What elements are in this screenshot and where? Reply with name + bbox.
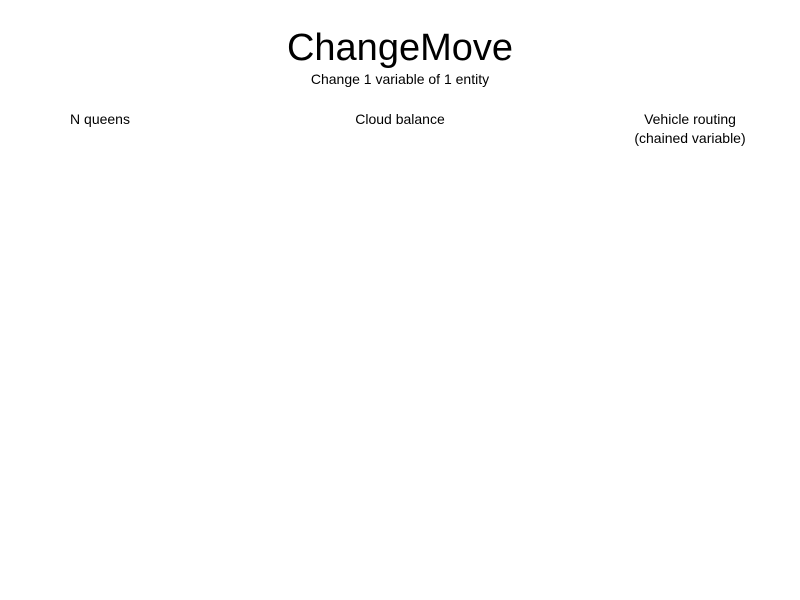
section-title-nqueens: N queens (70, 111, 130, 127)
section-title-cloud: Cloud balance (355, 111, 445, 127)
page-subtitle: Change 1 variable of 1 entity (310, 71, 490, 87)
page-title: ChangeMove (286, 27, 514, 69)
section-title-routing-line1: Vehicle routing (644, 111, 736, 127)
section-title-routing-line2: (chained variable) (634, 130, 746, 146)
nqueens-board-before[interactable] (32, 176, 207, 326)
